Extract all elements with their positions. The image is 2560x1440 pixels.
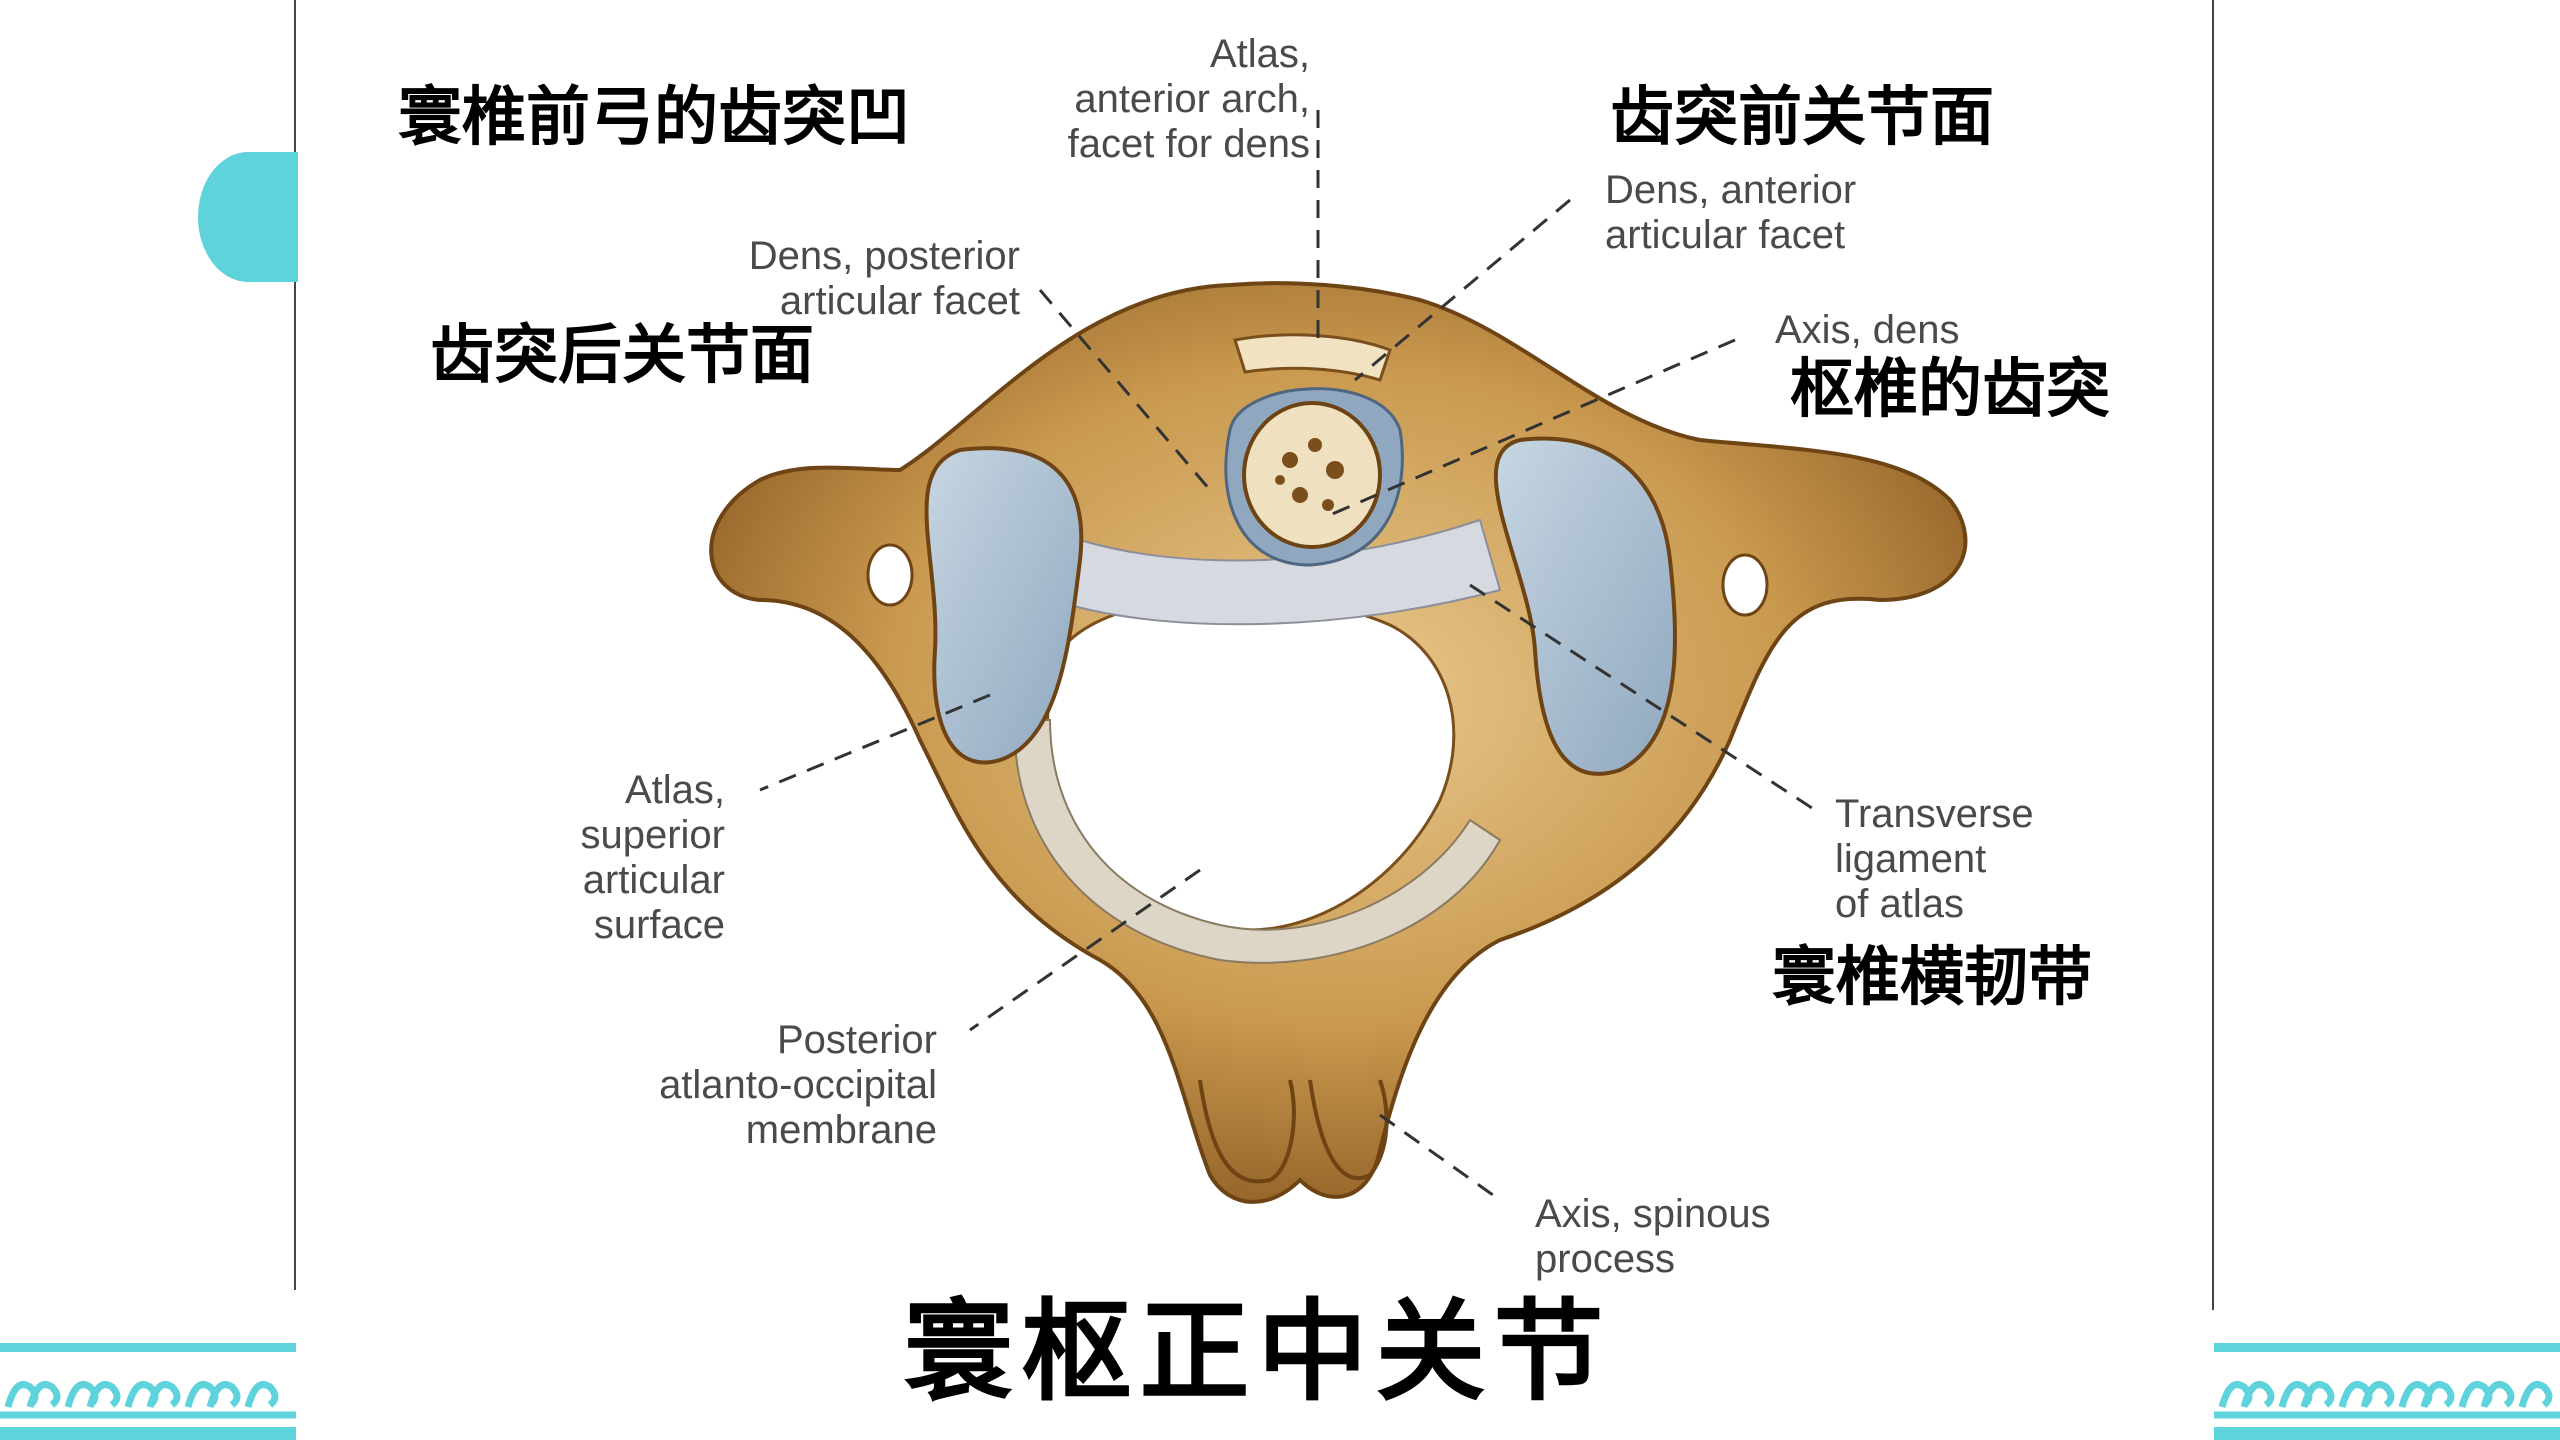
anterior-arch-facet: [1233, 333, 1392, 382]
label-posterior-membrane: Posterior atlanto-occipital membrane: [659, 1018, 937, 1152]
axis-spinous-process: [1198, 1079, 1389, 1184]
dens-texture: [1275, 438, 1344, 511]
cn-label-transverse-ligament: 寰椎横韧带: [1772, 941, 2092, 1015]
left-transverse-foramen: [866, 543, 914, 607]
label-dens-posterior-facet: Dens, posterior articular facet: [748, 234, 1020, 323]
cn-label-fovea-dentis: 寰椎前弓的齿突凹: [398, 81, 910, 155]
cn-label-dens-anterior-facet: 齿突前关节面: [1610, 81, 1994, 155]
label-atlas-superior-surface: Atlas, superior articular surface: [580, 768, 725, 947]
leader-lines: [759, 110, 1816, 1202]
label-atlas-anterior-arch: Atlas, anterior arch, facet for dens: [1067, 32, 1310, 166]
label-axis-dens: Axis, dens: [1775, 308, 1960, 352]
left-superior-articular-facet: [924, 446, 1084, 765]
left-ornament-border: [0, 1335, 296, 1440]
transverse-ligament: [1068, 518, 1502, 626]
label-axis-spinous: Axis, spinous process: [1535, 1192, 1771, 1281]
decorative-circle: [198, 152, 298, 282]
label-dens-anterior-facet: Dens, anterior articular facet: [1605, 168, 1857, 257]
axis-dens: [1242, 401, 1382, 549]
cn-label-dens-posterior-facet: 齿突后关节面: [430, 319, 814, 393]
right-transverse-foramen: [1721, 553, 1769, 617]
left-frame-line: [294, 0, 296, 1290]
right-frame-line: [2212, 0, 2214, 1310]
posterior-membrane: [1013, 719, 1502, 964]
right-ornament-border: [2214, 1335, 2560, 1440]
label-transverse-ligament: Transverse ligament of atlas: [1835, 792, 2034, 926]
slide-title: 寰枢正中关节: [903, 1288, 1612, 1416]
cn-label-axis-dens: 枢椎的齿突: [1790, 353, 2110, 427]
